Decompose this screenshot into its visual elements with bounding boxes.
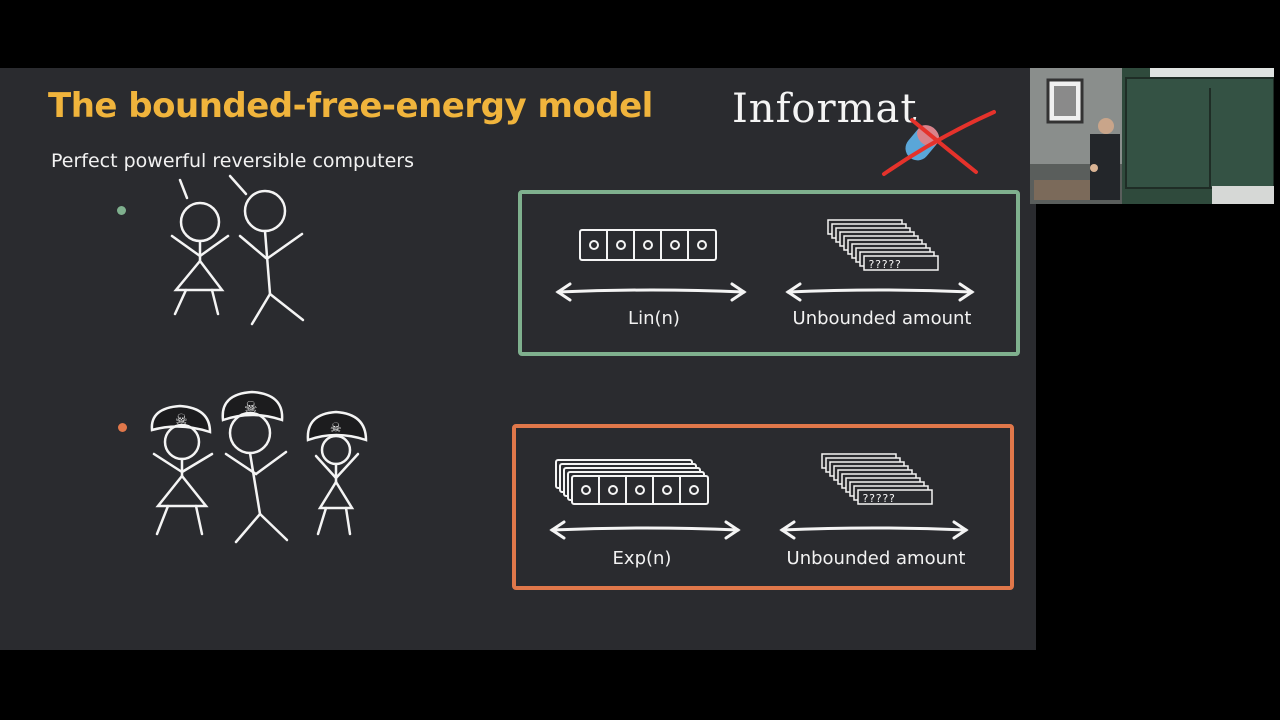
pirate-figure-2: ☠ [221,390,289,544]
handwritten-annotation: Informat [732,86,918,132]
svg-text:☠: ☠ [330,421,342,436]
right-resource-label: Unbounded amount [792,308,972,329]
presentation-slide: The bounded-free-energy model Perfect po… [0,68,1036,650]
pointer-line [228,174,248,196]
double-headed-arrow-icon [549,520,741,540]
left-resource-label: Exp(n) [612,548,672,569]
double-headed-arrow-icon [779,520,969,540]
pointer-line [178,178,189,200]
cross-out-icon [882,110,996,176]
resource-box-exponential: ????? Exp(n) Unbounded amount [512,424,1014,590]
svg-text:☠: ☠ [244,398,257,416]
presenter-scene [1030,68,1274,204]
bullet-row-1 [117,206,126,215]
left-resource-label: Lin(n) [628,308,680,329]
stacked-unknown-registers-icon: ????? [821,453,933,505]
presenter-video-feed [1030,68,1274,204]
double-headed-arrow-icon [555,282,747,302]
bullet-row-2 [118,423,127,432]
stacked-registers-of-bits-icon [555,459,709,505]
double-headed-arrow-icon [785,282,975,302]
right-resource-label: Unbounded amount [786,548,966,569]
pirate-figure-1: ☠ [150,404,214,536]
resource-box-linear: ????? Lin(n) Unbounded amount [518,190,1020,356]
stick-figure-computer-1 [170,201,230,316]
register-of-bits-icon [579,229,717,261]
slide-subtitle: Perfect powerful reversible computers [51,150,414,172]
stick-figures: ☠ ☠ ☠ [150,174,368,544]
stick-figure-computer-2 [238,189,305,326]
slide-title: The bounded-free-energy model [48,86,653,126]
box-diagram: ????? [555,219,975,302]
svg-text:?????: ????? [862,492,895,505]
pirate-figure-3: ☠ [306,410,368,536]
svg-text:☠: ☠ [175,412,188,428]
svg-text:?????: ????? [868,258,901,271]
box-diagram: ????? [549,453,969,540]
stacked-unknown-registers-icon: ????? [827,219,939,271]
